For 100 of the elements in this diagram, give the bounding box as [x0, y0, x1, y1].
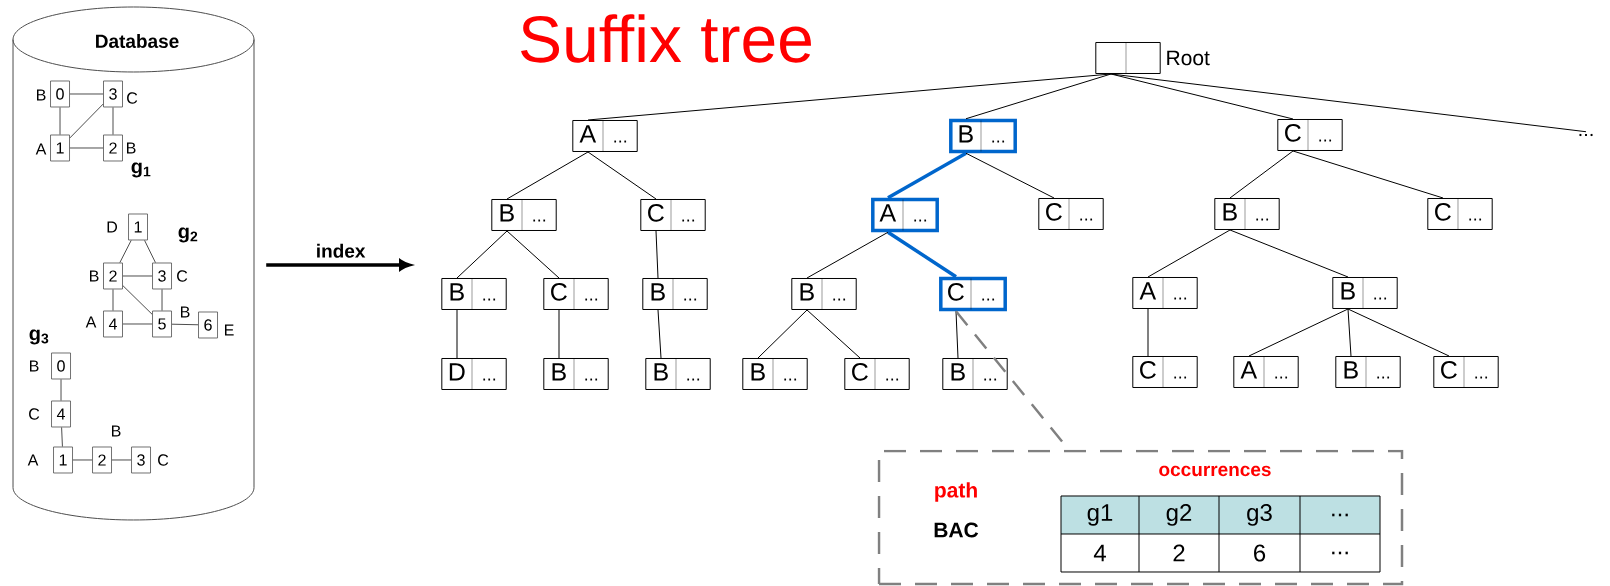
- tree-node: C ...: [640, 199, 706, 231]
- tree-edge: [1110, 73, 1587, 133]
- tree-node: B ...: [441, 278, 507, 310]
- vertex-box: 5: [152, 310, 172, 338]
- graph-edge: [122, 323, 153, 325]
- graph-edge: [122, 285, 153, 315]
- tree-node: A ...: [1233, 356, 1299, 388]
- tree-node: C ...: [1427, 198, 1493, 230]
- tree-node: B ...: [491, 199, 557, 231]
- table-cell: 4: [1093, 544, 1106, 562]
- title: Suffix tree: [521, 14, 811, 63]
- vertex-label: B: [181, 306, 190, 318]
- vertex-label: D: [107, 221, 118, 233]
- graph-edge: [112, 106, 114, 136]
- tree-node: C ...: [1132, 356, 1198, 388]
- graph-name: g$_{1}$: [131, 162, 151, 178]
- graph-edge: [112, 288, 114, 312]
- table-cell: 6: [1254, 544, 1266, 562]
- tree-edge: [887, 151, 967, 200]
- tree-node: B ...: [642, 278, 708, 310]
- tree-edge: [506, 151, 589, 200]
- graph-edge: [69, 93, 104, 95]
- tree-node: C ...: [939, 276, 1007, 312]
- tree-edge: [1229, 229, 1349, 278]
- tree-edge: [965, 152, 1055, 199]
- vertex-box: 1: [50, 134, 70, 162]
- tree-edge: [587, 151, 657, 200]
- tree-edge: [558, 309, 560, 359]
- vertex-label: B: [90, 270, 99, 282]
- graph-edge: [72, 459, 93, 461]
- table-cell: ...: [1332, 513, 1348, 517]
- tree-node: C ...: [1277, 119, 1343, 151]
- vertex-box: 3: [103, 80, 123, 108]
- edge-label: index: [314, 242, 367, 259]
- tree-edge: [1292, 150, 1444, 199]
- tree-edge: [1147, 308, 1149, 357]
- graph-edge: [144, 239, 156, 264]
- graph-name: g$_{3}$: [29, 329, 49, 345]
- root-label: Root: [1167, 50, 1210, 66]
- graph-edge: [122, 275, 153, 277]
- tree-node: A ...: [1132, 277, 1198, 309]
- tree-edge: [955, 310, 959, 359]
- graph-edge: [60, 378, 62, 402]
- tree-edge: [1347, 308, 1450, 357]
- tree-edge: [1229, 150, 1294, 199]
- ellipsis: ...: [1579, 133, 1593, 137]
- vertex-label: C: [158, 454, 169, 466]
- tree-node: B ...: [1332, 277, 1398, 309]
- graph-edge: [69, 103, 104, 139]
- tree-node: B ...: [791, 278, 857, 310]
- vertex-box: 6: [198, 311, 218, 339]
- graph-name: g$_{2}$: [178, 227, 198, 243]
- tree-node: B ...: [1214, 198, 1280, 230]
- tree-node: A ...: [871, 197, 939, 233]
- vertex-label: B: [37, 89, 46, 101]
- tree-edge: [657, 309, 662, 359]
- vertex-box: 0: [50, 80, 70, 108]
- graph-edge: [59, 106, 61, 136]
- vertex-box: 2: [103, 262, 123, 290]
- graph-edge: [119, 239, 132, 264]
- graph-edge: [111, 459, 132, 461]
- vertex-label: E: [225, 324, 234, 336]
- tree-edge: [806, 231, 889, 279]
- table-cell: g2: [1166, 504, 1192, 526]
- tree-node: B ...: [645, 358, 711, 390]
- vertex-box: 1: [53, 446, 73, 474]
- graph-edge: [69, 147, 104, 149]
- table-cell: g3: [1247, 504, 1272, 526]
- tree-node: B ...: [942, 358, 1008, 390]
- vertex-box: 4: [103, 310, 123, 338]
- tree-node: C ...: [543, 278, 609, 310]
- table-cell: ...: [1332, 551, 1348, 555]
- vertex-box: 1: [128, 213, 148, 241]
- tree-node: C ...: [844, 358, 910, 390]
- tree-edge: [456, 230, 508, 279]
- tree-node: D ...: [441, 358, 507, 390]
- tree-edge: [757, 309, 808, 359]
- tree-node: B ...: [543, 358, 609, 390]
- tree-edge: [887, 230, 957, 279]
- tree-node: B ...: [742, 358, 808, 390]
- graph-edge: [161, 288, 163, 312]
- tree-edge: [1147, 229, 1231, 278]
- vertex-box: 0: [51, 352, 71, 380]
- tree-edge: [965, 73, 1112, 120]
- vertex-label: C: [29, 408, 40, 420]
- graph-edge: [171, 323, 199, 326]
- tree-node: B ...: [949, 118, 1017, 154]
- table-cell: g1: [1087, 504, 1113, 526]
- node-label: occurrences: [1159, 465, 1271, 477]
- tree-edge: [456, 309, 458, 359]
- vertex-box: 4: [51, 400, 71, 428]
- tree-edge: [587, 73, 1112, 121]
- vertex-label: B: [112, 425, 121, 437]
- tree-node: A ...: [572, 120, 638, 152]
- vertex-label: C: [127, 92, 138, 104]
- tree-edge: [655, 230, 659, 279]
- tree-node: C ...: [1433, 356, 1499, 388]
- tree-edge: [806, 309, 861, 359]
- vertex-label: A: [27, 454, 39, 466]
- vertex-box: 2: [92, 446, 112, 474]
